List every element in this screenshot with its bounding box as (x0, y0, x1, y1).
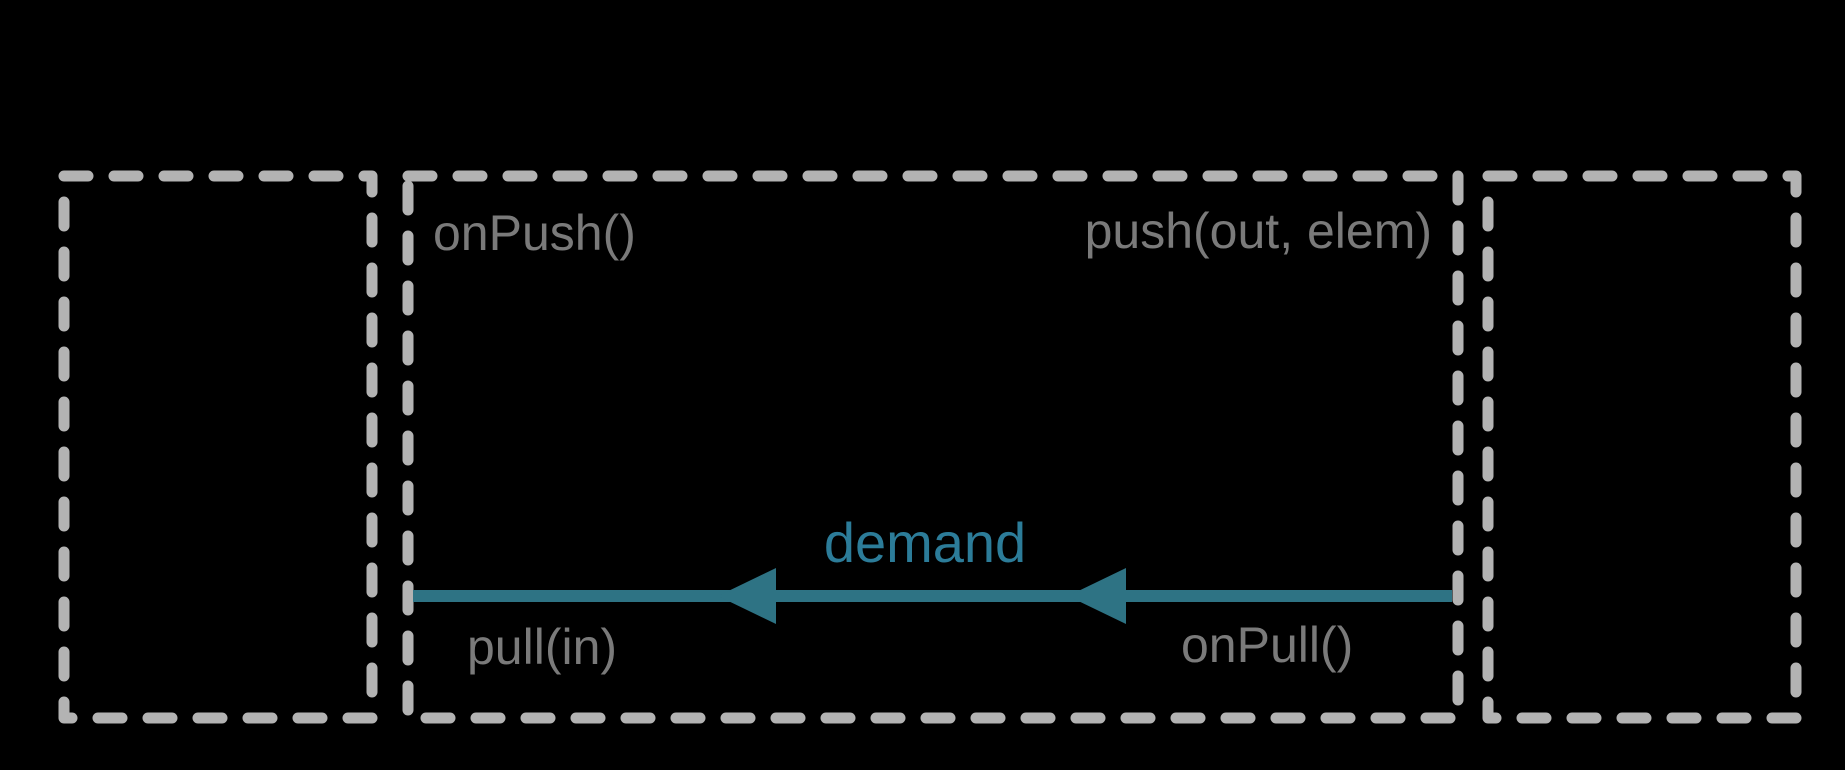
push-out-elem-label: push(out, elem) (1085, 203, 1432, 259)
pull-in-label: pull(in) (467, 619, 617, 675)
demand-label: demand (824, 511, 1026, 574)
stage-dashed-box (402, 170, 1464, 724)
onpull-label: onPull() (1181, 617, 1353, 673)
downstream-dashed-box (1482, 170, 1802, 724)
arrowhead-mid-icon (1068, 568, 1126, 624)
upstream-dashed-box (58, 170, 378, 724)
onpush-label: onPush() (433, 205, 636, 261)
arrowhead-left-icon (718, 568, 776, 624)
